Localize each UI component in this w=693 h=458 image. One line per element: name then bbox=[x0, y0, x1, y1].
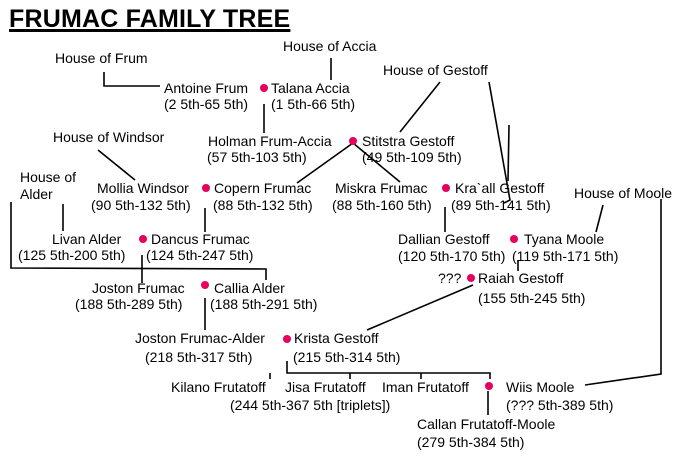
person-dallian-gestoff-name: Dallian Gestoff bbox=[398, 231, 490, 247]
marriage-dot-mollia-copern bbox=[202, 184, 210, 192]
person-tyana-moole-name: Tyana Moole bbox=[524, 231, 605, 247]
triplets-years: (244 5th-367 5th [triplets]) bbox=[230, 397, 391, 413]
holman-stitstra-to-miskra-line bbox=[352, 142, 401, 183]
marriage-dot-livan-dancus bbox=[139, 235, 147, 243]
person-krista-gestoff-name: Krista Gestoff bbox=[294, 330, 379, 346]
house-frum-connector-line bbox=[103, 72, 160, 87]
house-alder-label-line1: House of bbox=[20, 169, 77, 185]
person-livan-alder-name: Livan Alder bbox=[52, 231, 122, 247]
marriage-dot-holman-stitstra bbox=[349, 137, 357, 145]
house-gestoff-to-kraall-line bbox=[507, 124, 510, 182]
person-callia-alder-name: Callia Alder bbox=[214, 280, 285, 296]
marriage-dot-antoine-talana bbox=[260, 84, 268, 92]
person-callan-frutatoff-moole-name: Callan Frutatoff-Moole bbox=[417, 416, 556, 432]
person-krista-gestoff-years: (215 5th-314 5th) bbox=[293, 349, 401, 365]
person-stitstra-gestoff-name: Stitstra Gestoff bbox=[362, 133, 455, 149]
marriage-dot-joston-krista bbox=[283, 335, 291, 343]
marriage-dot-dallian-tyana bbox=[510, 235, 518, 243]
person-copern-frumac-years: (88 5th-132 5th) bbox=[213, 197, 313, 213]
person-antoine-frum-name: Antoine Frum bbox=[164, 80, 249, 96]
gestoff-to-stitstra-line bbox=[399, 81, 441, 133]
marriage-dot-miskra-kraall bbox=[442, 184, 450, 192]
marriage-dot-iman-wiis bbox=[485, 382, 493, 390]
house-moole-to-wiis-line bbox=[584, 199, 662, 386]
person-raiah-gestoff-years: (155 5th-245 5th) bbox=[478, 290, 586, 306]
marriage-dot-joston-callia bbox=[201, 281, 209, 289]
house-alder-label-line2: Alder bbox=[20, 186, 53, 202]
person-callan-frutatoff-moole-years: (279 5th-384 5th) bbox=[417, 434, 525, 450]
person-joston-frumac-name: Joston Frumac bbox=[92, 280, 185, 296]
person-tyana-moole-years: (119 5th-171 5th) bbox=[512, 248, 619, 264]
raiah-to-krista-line bbox=[366, 284, 474, 331]
person-dallian-gestoff-years: (120 5th-170 5th) bbox=[398, 248, 506, 264]
diagram-title: FRUMAC FAMILY TREE bbox=[9, 5, 291, 33]
person-talana-accia-years: (1 5th-66 5th) bbox=[271, 96, 356, 112]
alder-to-callia-line-line bbox=[10, 202, 267, 280]
person-joston-frumac-alder-years: (218 5th-317 5th) bbox=[145, 349, 253, 365]
person-stitstra-gestoff-years: (49 5th-109 5th) bbox=[362, 149, 462, 165]
person-kraall-gestoff-name: Kra`all Gestoff bbox=[455, 180, 545, 196]
person-miskra-frumac-years: (88 5th-160 5th) bbox=[332, 197, 432, 213]
person-dancus-frumac-name: Dancus Frumac bbox=[151, 231, 250, 247]
person-joston-frumac-years: (188 5th-289 5th) bbox=[75, 296, 183, 312]
person-wiis-moole-name: Wiis Moole bbox=[506, 379, 575, 395]
person-kraall-gestoff-years: (89 5th-141 5th) bbox=[451, 197, 551, 213]
person-unknown-spouse-name: ??? bbox=[438, 270, 462, 286]
person-talana-accia-name: Talana Accia bbox=[271, 80, 350, 96]
house-moole-label: House of Moole bbox=[574, 185, 673, 201]
person-callia-alder-years: (188 5th-291 5th) bbox=[210, 296, 318, 312]
person-livan-alder-years: (125 5th-200 5th) bbox=[18, 247, 126, 263]
person-dancus-frumac-years: (124 5th-247 5th) bbox=[146, 247, 254, 263]
person-mollia-windsor-years: (90 5th-132 5th) bbox=[91, 197, 191, 213]
person-antoine-frum-years: (2 5th-65 5th) bbox=[164, 96, 249, 112]
house-accia-label: House of Accia bbox=[283, 38, 377, 54]
person-wiis-moole-years: (??? 5th-389 5th) bbox=[506, 397, 614, 413]
person-holman-frum-accia-name: Holman Frum-Accia bbox=[208, 133, 332, 149]
person-kilano-frutatoff-name: Kilano Frutatoff bbox=[171, 379, 266, 395]
house-moole-connector-line bbox=[595, 204, 604, 233]
person-copern-frumac-name: Copern Frumac bbox=[214, 180, 312, 196]
house-gestoff-connector-line bbox=[488, 81, 511, 204]
person-raiah-gestoff-name: Raiah Gestoff bbox=[478, 270, 564, 286]
house-frum-label: House of Frum bbox=[55, 50, 148, 66]
joston-krista-children-line bbox=[286, 361, 491, 379]
house-gestoff-label: House of Gestoff bbox=[383, 62, 488, 78]
person-mollia-windsor-name: Mollia Windsor bbox=[97, 180, 189, 196]
person-miskra-frumac-name: Miskra Frumac bbox=[335, 180, 428, 196]
person-holman-frum-accia-years: (57 5th-103 5th) bbox=[207, 149, 307, 165]
person-iman-frutatoff-name: Iman Frutatoff bbox=[382, 379, 469, 395]
marriage-dot-unknown-raiah bbox=[467, 274, 475, 282]
house-windsor-label: House of Windsor bbox=[53, 129, 165, 145]
person-joston-frumac-alder-name: Joston Frumac-Alder bbox=[135, 330, 265, 346]
holman-stitstra-to-copern-line bbox=[296, 142, 354, 184]
person-jisa-frutatoff-name: Jisa Frutatoff bbox=[285, 379, 366, 395]
house-windsor-connector-line bbox=[97, 149, 136, 181]
